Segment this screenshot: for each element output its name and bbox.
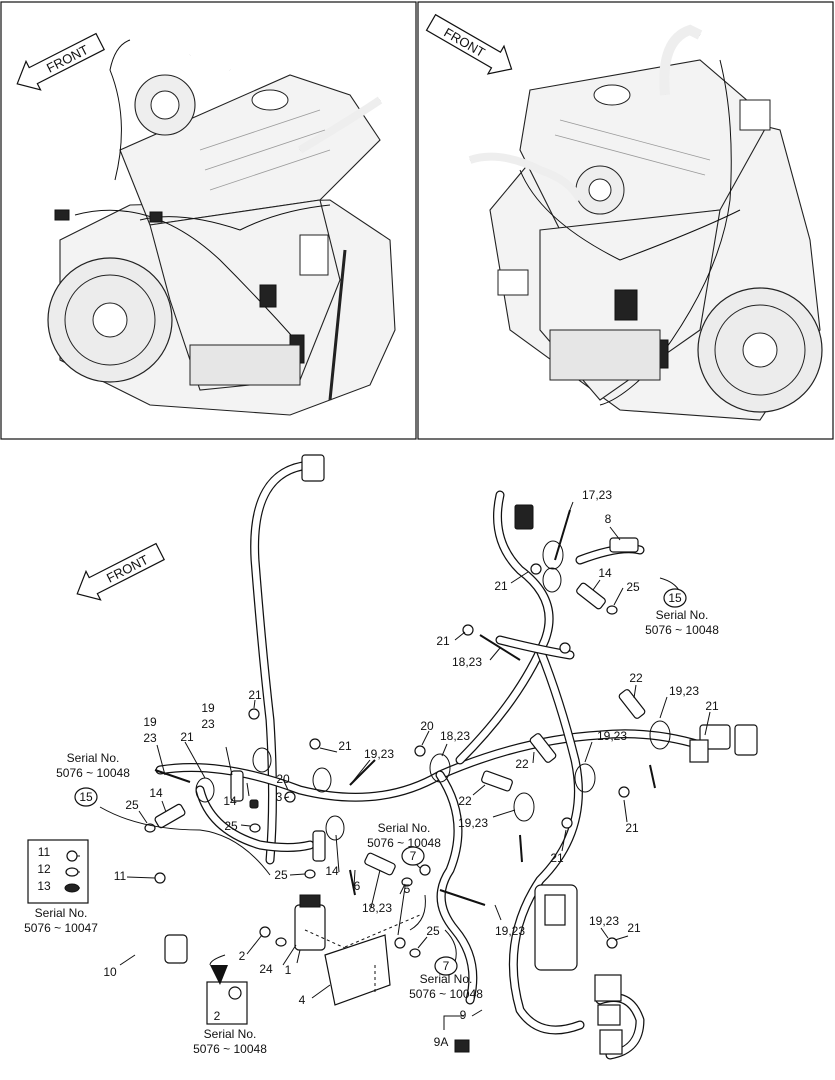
callout-18-23: 18,23 <box>362 901 392 915</box>
callout-7-circled: 7 <box>410 849 417 863</box>
callout-21: 21 <box>338 739 352 753</box>
serial-label: Serial No. <box>420 972 473 986</box>
front-arrow-top-left: FRONT <box>16 32 105 91</box>
callout-9a: 9A <box>434 1035 449 1049</box>
leader-lines <box>70 501 711 1030</box>
front-arrow-bottom: FRONT <box>76 542 165 601</box>
wire-harness <box>155 460 705 1060</box>
callout-17-23: 17,23 <box>582 488 612 502</box>
callout-14: 14 <box>223 794 237 808</box>
serial-notes: Serial No. 5076 ~ 10048 Serial No. 5076 … <box>24 608 719 1056</box>
callout-21: 21 <box>550 851 564 865</box>
harness-parts <box>123 454 758 1055</box>
serial-label: Serial No. <box>67 751 120 765</box>
callout-20: 20 <box>276 772 290 786</box>
serial-label: Serial No. <box>35 906 88 920</box>
callout-21: 21 <box>436 634 450 648</box>
callout-9: 9 <box>460 1008 467 1022</box>
engine-view-left <box>47 38 396 416</box>
serial-range: 5076 ~ 10048 <box>56 766 130 780</box>
serial-label: Serial No. <box>656 608 709 622</box>
serial-label: Serial No. <box>378 821 431 835</box>
callout-25: 25 <box>626 580 640 594</box>
callout-2: 2 <box>239 949 246 963</box>
callout-1: 1 <box>285 963 292 977</box>
callout-19-23: 19,23 <box>669 684 699 698</box>
callout-13: 13 <box>37 879 51 893</box>
callout-25: 25 <box>224 819 238 833</box>
callout-21: 21 <box>627 921 641 935</box>
front-label: FRONT <box>104 552 151 586</box>
callout-19-23: 19,23 <box>597 729 627 743</box>
serial-label: Serial No. <box>204 1027 257 1041</box>
callout-2: 2 <box>214 1009 221 1023</box>
callout-18-23: 18,23 <box>452 655 482 669</box>
callout-7-circled: 7 <box>443 959 450 973</box>
callout-23: 23 <box>143 731 157 745</box>
serial-range: 5076 ~ 10048 <box>645 623 719 637</box>
callout-18-23: 18,23 <box>440 729 470 743</box>
callout-11: 11 <box>114 869 127 883</box>
callout-5: 5 <box>404 882 411 896</box>
callout-21: 21 <box>705 699 719 713</box>
callout-21: 21 <box>625 821 639 835</box>
callout-19-23: 19,23 <box>458 816 488 830</box>
callout-21: 21 <box>494 579 508 593</box>
callout-15-circled: 15 <box>668 591 682 605</box>
callout-14: 14 <box>598 566 612 580</box>
callout-24: 24 <box>259 962 273 976</box>
serial-range: 5076 ~ 10048 <box>367 836 441 850</box>
callout-19: 19 <box>143 715 157 729</box>
callout-23: 23 <box>201 717 215 731</box>
callout-19-23: 19,23 <box>589 914 619 928</box>
variant-boxes <box>27 839 248 1025</box>
callout-15-circled: 15 <box>79 790 93 804</box>
callout-21: 21 <box>248 688 262 702</box>
callout-21: 21 <box>180 730 194 744</box>
callout-20: 20 <box>420 719 434 733</box>
serial-range: 5076 ~ 10048 <box>193 1042 267 1056</box>
callout-19-23: 19,23 <box>495 924 525 938</box>
callout-19: 19 <box>201 701 215 715</box>
serial-range: 5076 ~ 10048 <box>409 987 483 1001</box>
front-label: FRONT <box>44 42 91 76</box>
engine-view-right <box>468 24 823 421</box>
callout-25: 25 <box>426 924 440 938</box>
callout-22: 22 <box>515 757 529 771</box>
callout-25: 25 <box>125 798 139 812</box>
callout-6: 6 <box>354 879 361 893</box>
front-arrow-top-right: FRONT <box>425 13 513 75</box>
circled-callouts: 15 15 7 7 <box>74 588 687 976</box>
callout-22: 22 <box>629 671 643 685</box>
callout-12: 12 <box>37 862 51 876</box>
callout-25: 25 <box>274 868 288 882</box>
callout-10: 10 <box>103 965 117 979</box>
callout-11: 11 <box>38 845 51 859</box>
callout-14: 14 <box>149 786 163 800</box>
callout-4: 4 <box>299 993 306 1007</box>
top-view-frames <box>0 1 834 440</box>
callout-3: 3 <box>276 790 283 804</box>
callout-22: 22 <box>458 794 472 808</box>
callout-14: 14 <box>325 864 339 878</box>
part-callouts: 17,23 8 14 25 21 21 18,23 22 19,23 21 19… <box>37 488 719 1049</box>
serial-range: 5076 ~ 10047 <box>24 921 98 935</box>
callout-19-23: 19,23 <box>364 747 394 761</box>
callout-8: 8 <box>605 512 612 526</box>
